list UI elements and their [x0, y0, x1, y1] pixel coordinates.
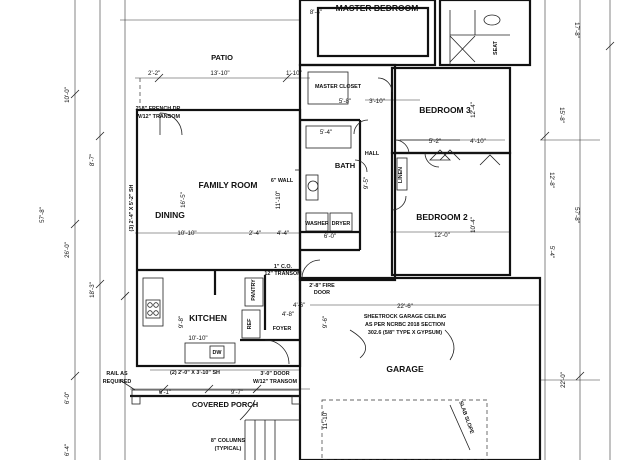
note-6-wall: 6" WALL [271, 178, 294, 184]
dim-6-0: 6'-0" [64, 392, 71, 404]
note-cased-opening-2: 12" TRANSOM [264, 271, 302, 277]
dim-9-5: 9'-5" [363, 177, 370, 189]
label-washer: WASHER [305, 221, 329, 227]
room-labels: MASTER BEDROOM PATIO MASTER CLOSET BEDRO… [155, 3, 499, 409]
note-cased-opening-1: 1" C.O. [274, 264, 293, 270]
dim-12-0: 12'-0" [434, 232, 450, 239]
label-linen: LINEN [398, 167, 404, 183]
dimension-labels: 2'-2" 13'-10" 1'-10" 10'-0" 8'-7" 26'-0"… [39, 9, 580, 456]
dim-3-10: 3'-10" [369, 98, 385, 105]
note-fire-door-2: DOOR [314, 290, 330, 296]
dim-4-8: 4'-8" [282, 311, 294, 318]
dim-11-10b: 11'-10" [322, 411, 329, 430]
dim-6-1: 6'-1" [159, 389, 171, 396]
dim-17-8: 17'-8" [573, 22, 580, 38]
dim-4-4: 4'-4" [277, 230, 289, 237]
label-bedroom-2: BEDROOM 2 [416, 212, 468, 222]
dim-2-4: 2'-4" [249, 230, 261, 237]
note-drywall-1: SHEETROCK GARAGE CEILING [364, 314, 446, 320]
dim-4-10: 4'-10" [470, 138, 486, 145]
dim-10-0: 10'-0" [64, 87, 71, 103]
dim-57-8b: 57'-8" [573, 207, 580, 223]
label-hall: HALL [365, 151, 380, 157]
dim-1-10: 1'-10" [286, 70, 302, 77]
dim-5-2: 5'-2" [429, 138, 441, 145]
dim-8-4: 8'-4" [310, 9, 322, 16]
dim-13-10: 13'-10" [210, 70, 229, 77]
dim-57-8: 57'-8" [39, 207, 46, 223]
dim-6-4: 6'-4" [64, 444, 71, 456]
dim-2-2: 2'-2" [148, 70, 160, 77]
dimension-lines [74, 0, 611, 460]
dim-16-5: 16'-5" [180, 192, 187, 208]
dimension-ticks [70, 41, 615, 394]
label-dining: DINING [155, 210, 185, 220]
dim-5-4: 5'-4" [320, 129, 332, 136]
dim-22-0: 22'-0" [560, 372, 567, 388]
label-pantry: PANTRY [251, 279, 257, 301]
note-window: (2) 2'-0" X 3'-10" SH [170, 370, 220, 376]
label-dw: DW [213, 350, 223, 356]
dim-9-7: 9'-7" [231, 389, 243, 396]
note-french-door-2: W/12" TRANSOM [136, 114, 180, 120]
dim-12-8: 12'-8" [548, 172, 555, 188]
note-columns-2: (TYPICAL) [215, 446, 242, 452]
dim-6-0b: 6'-0" [324, 233, 336, 240]
label-kitchen: KITCHEN [189, 313, 227, 323]
dim-9-8: 9'-8" [178, 316, 185, 328]
dim-15-8: 15'-8" [558, 107, 565, 123]
note-front-door-1: 3'-0" DOOR [260, 371, 289, 377]
dim-18-3: 18'-3" [89, 282, 96, 298]
dim-5-4b: 5'-4" [548, 246, 555, 258]
label-master-closet: MASTER CLOSET [315, 84, 362, 90]
label-covered-porch: COVERED PORCH [192, 400, 258, 409]
walls [119, 0, 542, 460]
dim-4-6: 4'-6" [293, 302, 305, 309]
dim-10-10b: 10'-10" [188, 335, 207, 342]
label-bath: BATH [335, 161, 355, 170]
note-side-windows: (3) 2'-4" X 5'-2" SH [129, 184, 135, 231]
note-drywall-3: 302.6 (5/8" TYPE X GYPSUM) [368, 330, 442, 336]
label-seat: SEAT [493, 40, 499, 55]
label-bedroom-3: BEDROOM 3 [419, 105, 471, 115]
note-slab-slope: SLAB SLOPE [457, 400, 475, 435]
dim-22-6: 22'-6" [397, 303, 413, 310]
dim-9-6: 9'-6" [322, 316, 329, 328]
dim-12-4: 12'-4" [470, 102, 477, 118]
dim-10-4: 10'-4" [470, 217, 477, 233]
note-drywall-2: AS PER NCRBC 2018 SECTION [365, 322, 445, 328]
note-rail-1: RAIL AS [106, 371, 128, 377]
label-ref: REF [247, 318, 253, 329]
note-front-door-2: W/12" TRANSOM [253, 379, 297, 385]
label-patio: PATIO [211, 53, 233, 62]
note-french-door-1: 2'-8" FRENCH DR [136, 106, 181, 112]
label-garage: GARAGE [386, 364, 424, 374]
label-family-room: FAMILY ROOM [198, 180, 257, 190]
note-rail-2: REQUIRED [103, 379, 132, 385]
dim-11-10: 11'-10" [275, 191, 282, 210]
label-foyer: FOYER [273, 326, 292, 332]
dim-8-7: 8'-7" [89, 154, 96, 166]
label-master-bedroom: MASTER BEDROOM [336, 3, 419, 13]
dim-5-8: 5'-8" [339, 98, 351, 105]
label-dryer: DRYER [332, 221, 351, 227]
note-fire-door-1: 2'-8" FIRE [309, 283, 335, 289]
dim-26-0: 26'-0" [64, 242, 71, 258]
note-columns-1: 8" COLUMNS [211, 438, 246, 444]
dim-10-10a: 10'-10" [177, 230, 196, 237]
